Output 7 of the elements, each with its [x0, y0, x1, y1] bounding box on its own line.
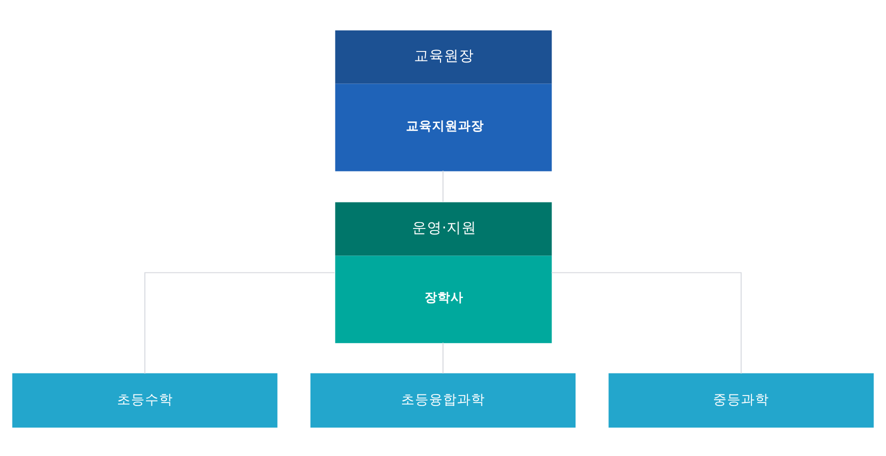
connector	[144, 272, 335, 374]
node-box: 초등융합과학	[310, 372, 576, 428]
node-box: 초등수학	[12, 372, 278, 428]
connector	[442, 170, 444, 202]
node-box: 중등과학	[608, 372, 874, 428]
connector	[442, 342, 444, 374]
connector	[551, 272, 742, 374]
